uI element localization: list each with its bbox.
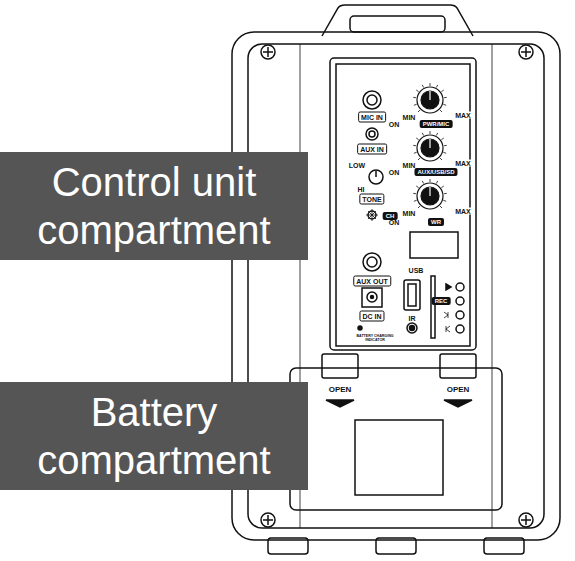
display [410,232,458,258]
scale-label: MAX [454,160,472,167]
tone-knob [369,170,383,184]
foot [484,538,524,554]
battery-label-area [355,420,443,495]
latch-label: OPEN [446,386,471,394]
latch [440,354,476,378]
knob-label: AUX/USB/SD [414,168,457,176]
foot [268,538,308,554]
port-label: AUX IN [357,144,387,155]
port-label: MIC IN [358,112,386,123]
volume-knob [413,179,447,209]
port-label: DC IN [359,311,384,322]
mic-jack [363,91,381,109]
callout-text: Control unit compartment [14,158,294,254]
sensor-label: IR [408,315,417,322]
volume-knob [413,131,447,161]
port-label: USB [408,267,425,274]
open-arrow [444,400,472,407]
charge-led [358,326,362,330]
usb-port [404,280,420,310]
knob-label: PWR/MIC [420,120,453,128]
handle-opening [350,16,445,32]
button-label: REC [432,297,451,305]
scale-label: MIN [402,114,417,121]
port-label: AUX OUT [353,276,391,287]
callout-box: Battery compartment [0,382,308,490]
battery-door [290,368,502,510]
scale-label: MIN [402,162,417,169]
scale-label: MIN [402,210,417,217]
ir-sensor [407,323,417,333]
knob-label: WR [428,218,444,226]
knob-label: TONE [359,194,384,205]
control-panel [336,64,470,346]
volume-knob [413,83,447,113]
switch-label: ON [388,121,401,128]
selector-label: CH [383,212,398,220]
latch-label: OPEN [328,386,353,394]
open-arrow [326,400,354,407]
callout-text: Battery compartment [14,388,294,484]
switch-label: ON [388,169,401,176]
foot [376,538,416,554]
buttons [444,283,464,333]
scale-label: MAX [454,112,472,119]
dc-jack [362,288,382,307]
aux-in-jack [366,128,378,140]
aux-out-jack [363,253,381,271]
sd-slot [431,276,435,338]
indicator-label: BATTERY CHARGING INDICATOR [351,335,399,342]
scale-label: MAX [454,208,472,215]
scale-label: LOW [348,162,366,169]
callout-box: Control unit compartment [0,152,308,260]
panel-frame [330,58,476,350]
scale-label: HI [357,186,366,193]
latch [322,354,358,378]
